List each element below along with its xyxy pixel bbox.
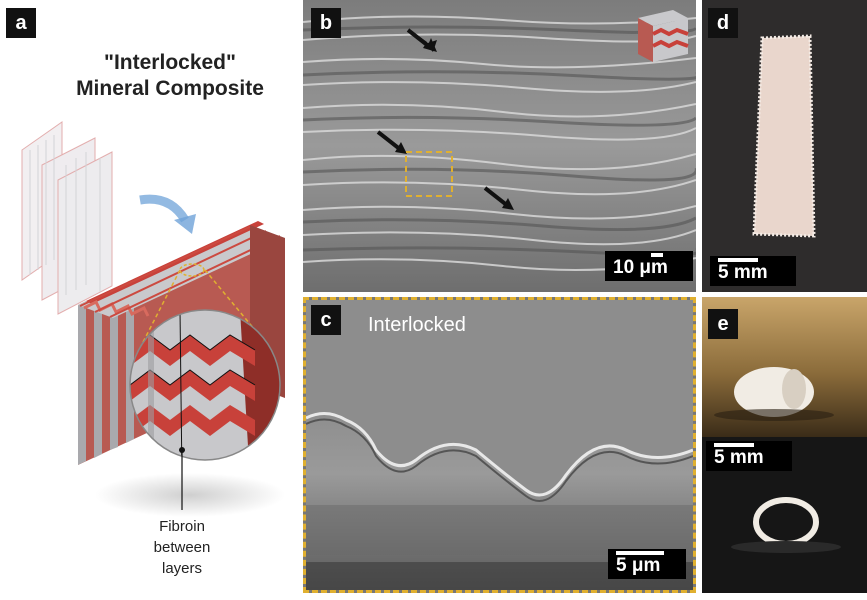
panel-b-label: b [311,8,341,38]
panel-c-scale-box: 5 μm [608,549,686,579]
panel-b-scale-bar [651,253,663,257]
fibroin-note-line1: Fibroin [159,518,205,535]
magnified-interlock-circle [130,310,280,460]
strip-photo [702,0,867,292]
fibroin-note-line2: between [153,539,211,556]
panel-a-title-line2: Mineral Composite [76,77,264,100]
panel-b-scale-box: 10 μm [605,251,693,281]
panel-a: a "Interlocked" Mineral Composite [0,0,300,600]
panel-e: e 5 mm [702,297,867,593]
panel-c: c Interlocked 5 μm [303,297,696,593]
panel-c-overlay-text: Interlocked [368,314,466,336]
panel-e-scale-box: 5 mm [706,441,792,471]
panel-d-scale-label: 5 mm [718,262,768,283]
zoom-region-box [405,151,453,197]
panel-d-label: d [708,8,738,38]
panel-d-scale-bar [718,258,758,262]
panel-e-label: e [708,309,738,339]
panel-b-scale-label: 10 μm [613,257,668,278]
panel-a-label: a [6,8,36,38]
fibroin-note-line3: layers [161,560,202,577]
panel-d-scale-box: 5 mm [710,256,796,286]
cube-icon [638,10,689,62]
interlock-boundary [306,412,693,497]
panel-a-title-line1: "Interlocked" [104,51,236,74]
sem-layered-image [303,0,696,292]
interlocked-composite-schematic [21,121,285,517]
assembly-arrow [139,194,189,223]
panel-e-scale-bar [714,443,754,447]
panel-e-scale-label: 5 mm [714,447,764,468]
loose-sheets [21,121,113,315]
sem-interlocked-image [306,300,693,590]
panel-d: d 5 mm [702,0,867,292]
panel-c-scale-label: 5 μm [616,555,661,576]
panel-b: b 10 μm [303,0,696,292]
panel-c-label: c [311,305,341,335]
panel-c-scale-bar [616,551,664,555]
